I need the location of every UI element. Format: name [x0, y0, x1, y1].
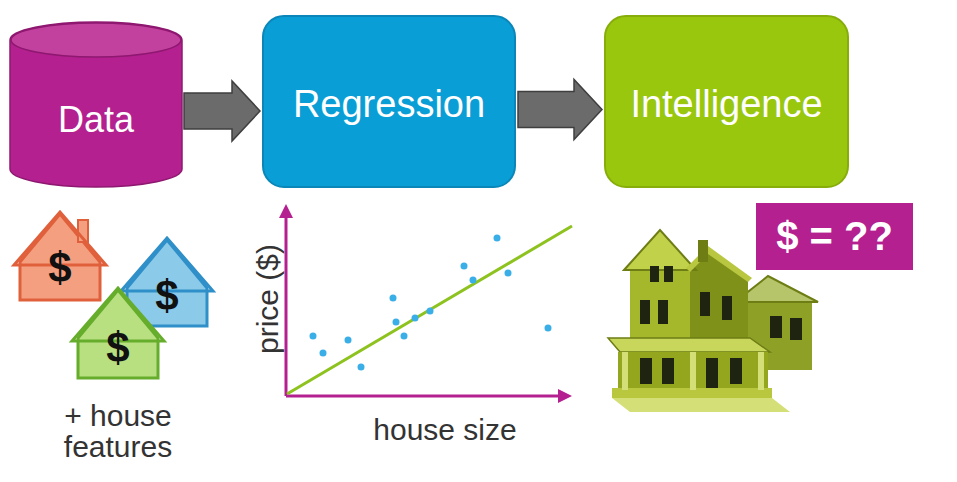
process-box: Regression — [262, 15, 516, 188]
axis-label: price ($) — [249, 229, 287, 369]
node-label: $ = ?? — [776, 214, 893, 259]
dollar-sign: $ — [145, 268, 189, 324]
price-tag: $ = ?? — [756, 203, 913, 270]
data-cylinder: Data — [10, 22, 182, 187]
flow-arrow — [518, 80, 602, 140]
house-green — [72, 288, 164, 378]
output-box: Intelligence — [604, 15, 849, 188]
features-note: + house features — [38, 398, 198, 464]
axis-label: house size — [345, 410, 545, 450]
data-points — [310, 235, 552, 371]
flow-arrow — [184, 81, 260, 141]
node-label: Regression — [293, 83, 485, 126]
dollar-sign: $ — [38, 240, 82, 296]
node-label: Data — [58, 99, 134, 141]
dollar-sign: $ — [96, 320, 140, 376]
scatter-chart — [279, 204, 572, 403]
node-label: Intelligence — [630, 83, 822, 126]
house-red — [14, 212, 106, 300]
